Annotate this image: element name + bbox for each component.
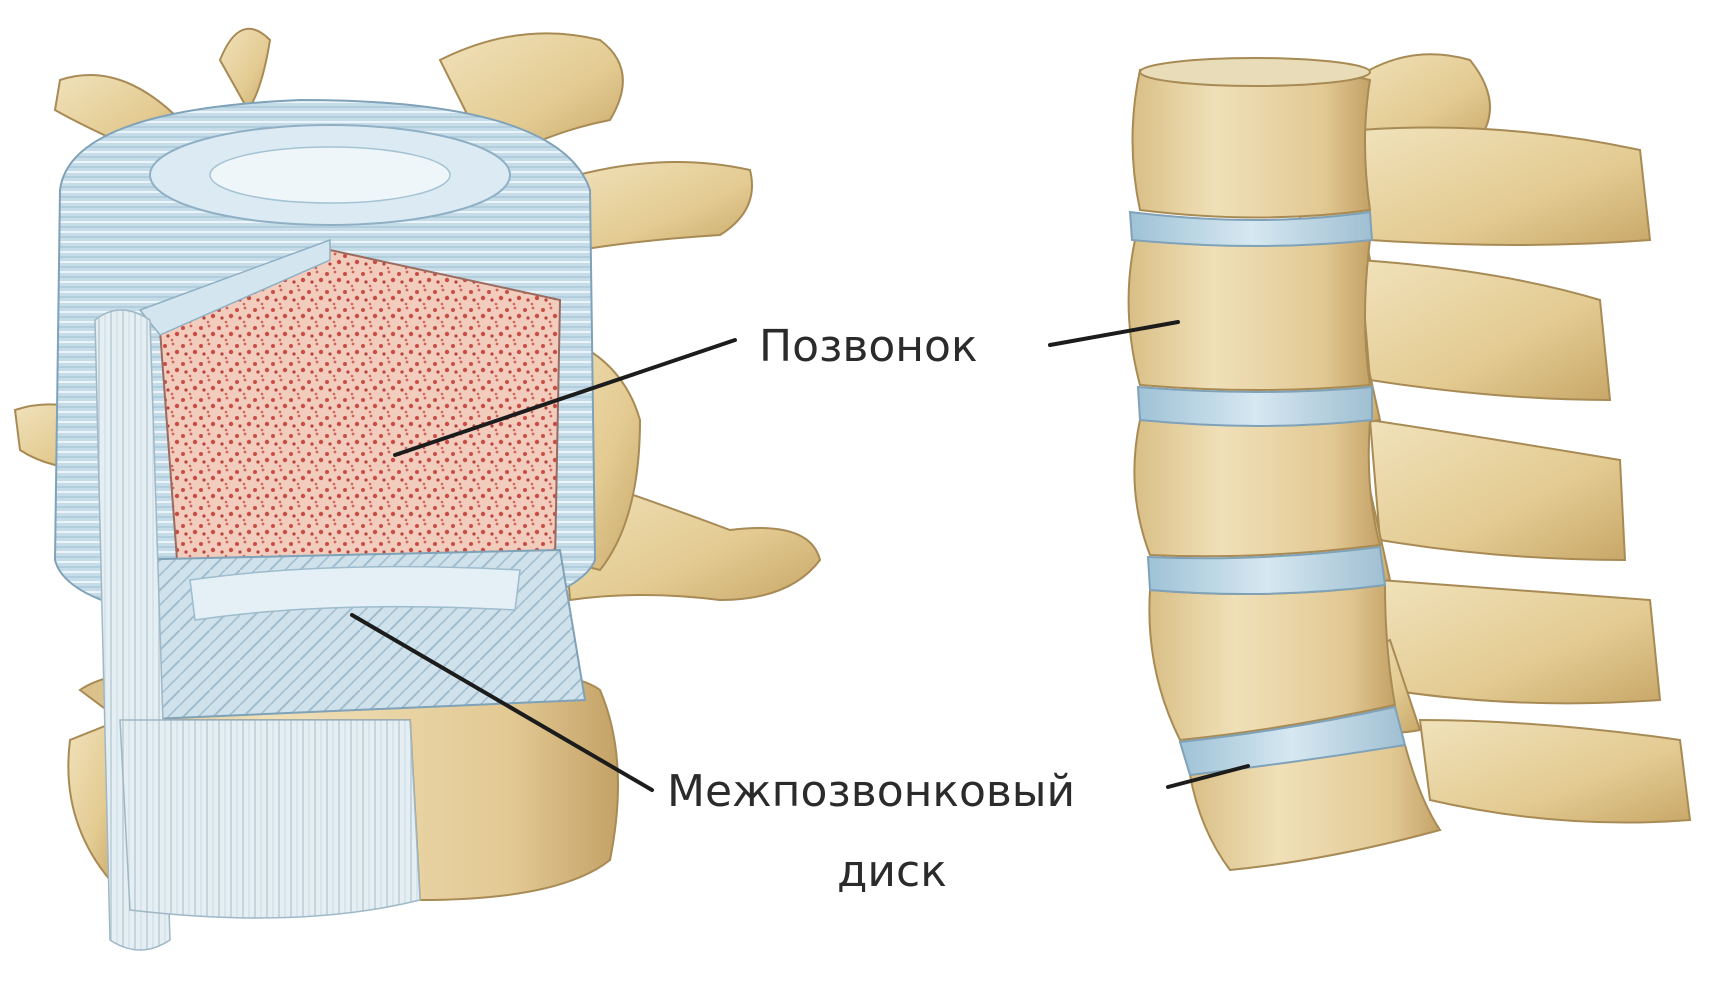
spine-column-figure [1129,54,1690,870]
label-intervertebral-disc-line1: Межпозвонковый [667,770,1075,814]
label-intervertebral-disc-line2: диск [837,850,947,894]
label-vertebra: Позвонок [759,325,978,369]
